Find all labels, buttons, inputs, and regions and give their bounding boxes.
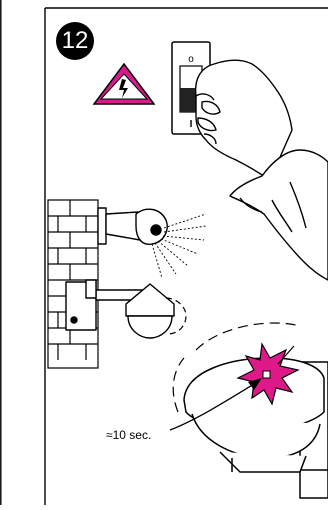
warning-triangle-icon [94,64,154,104]
camera-wall-mounted [98,208,167,244]
step-number-badge: 12 [56,22,94,60]
switch-off-label: o [188,54,194,65]
duration-label: ≈10 sec. [106,428,151,442]
camera-dome-bracket [66,280,174,338]
switch-on-label: I [190,119,193,130]
sleeve [230,150,328,280]
